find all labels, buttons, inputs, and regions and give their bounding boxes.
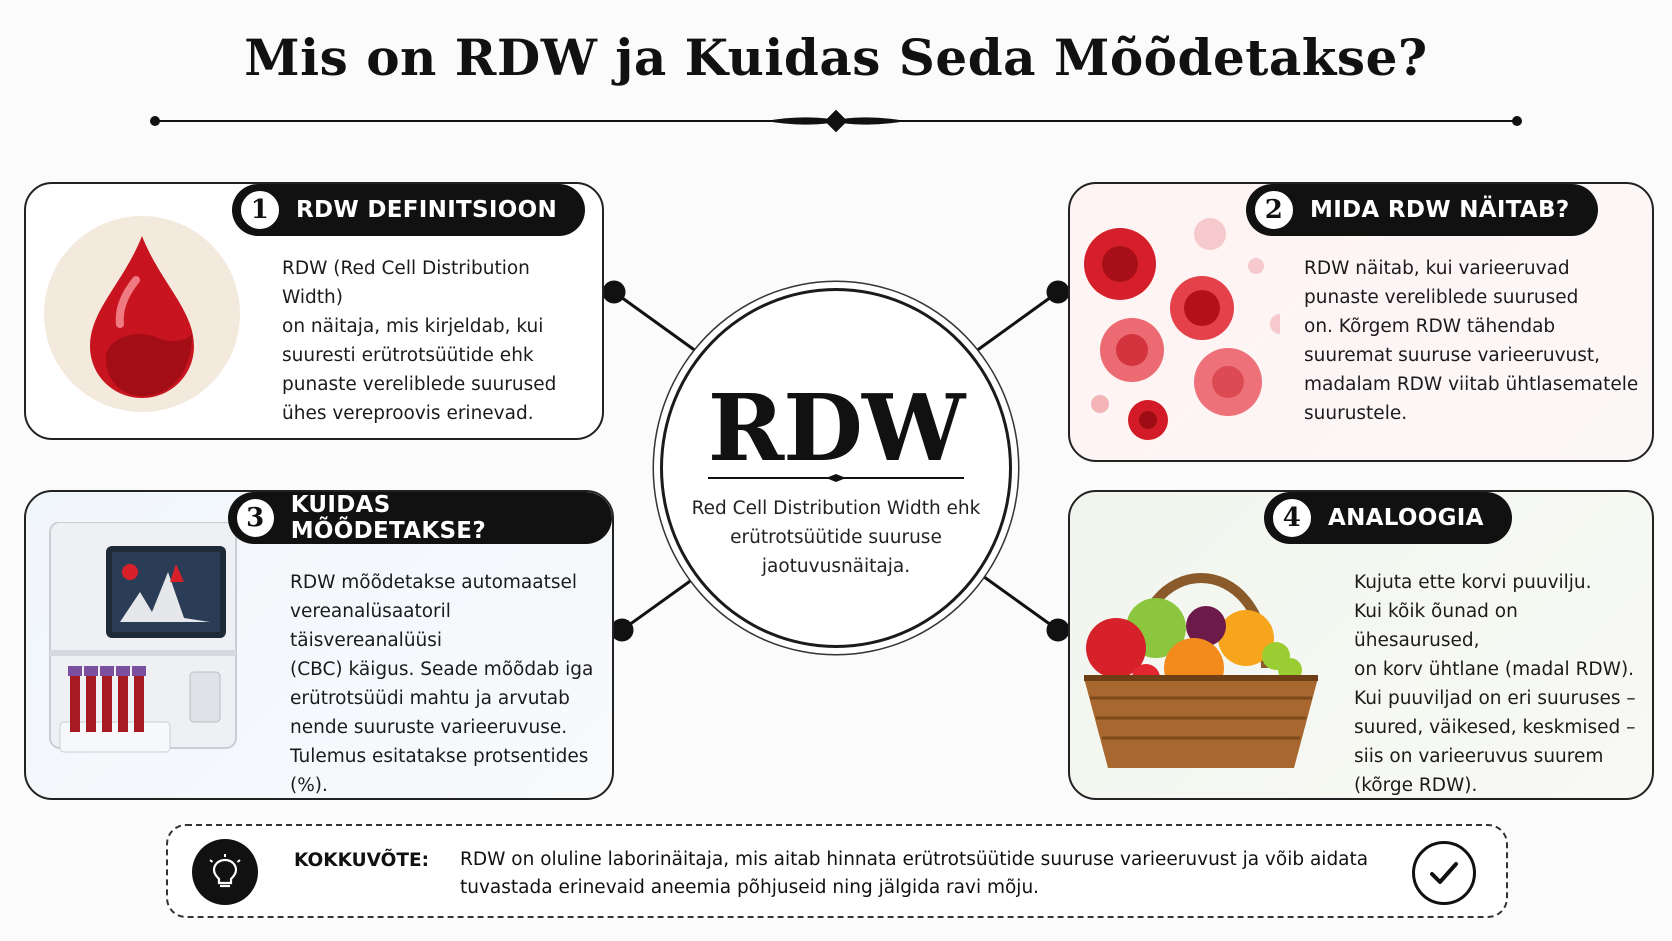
summary-text: RDW on oluline laborinäitaja, mis aitab …: [460, 849, 1369, 898]
title-divider: [150, 110, 1522, 132]
center-title: RDW: [707, 374, 966, 482]
lightbulb-icon: [192, 839, 258, 905]
card-4-text: Kujuta ette korvi puuvilju. Kui kõik õun…: [1354, 572, 1636, 796]
card-1-number: 1: [238, 188, 282, 232]
card-how-measured: 3 KUIDAS MÕÕDETAKSE? RDW mõõdetakse auto…: [24, 490, 614, 800]
summary-label: KOKKUVÕTE:: [294, 850, 429, 871]
card-3-number: 3: [234, 496, 277, 540]
red-blood-cells-illustration: [1084, 218, 1280, 440]
blood-drop-icon: [44, 216, 240, 412]
blood-analyzer-illustration: [49, 522, 237, 753]
center-divider: [708, 474, 964, 482]
card-3-heading: KUIDAS MÕÕDETAKSE?: [290, 492, 486, 544]
card-4-header: 4 ANALOOGIA: [1264, 492, 1512, 544]
card-3-text: RDW mõõdetakse automaatsel vereanalüsaat…: [290, 572, 594, 796]
card-what-rdw-shows: 2 MIDA RDW NÄITAB? RDW näitab, kui varie…: [1068, 182, 1654, 462]
card-1-heading: RDW DEFINITSIOON: [296, 197, 558, 223]
card-1-header: 1 RDW DEFINITSIOON: [232, 184, 586, 236]
card-4-heading: ANALOOGIA: [1328, 505, 1484, 531]
card-3-header: 3 KUIDAS MÕÕDETAKSE?: [228, 492, 612, 544]
summary-box: KOKKUVÕTE: RDW on oluline laborinäitaja,…: [166, 824, 1508, 918]
card-4-number: 4: [1270, 496, 1314, 540]
card-1-text: RDW (Red Cell Distribution Width) on näi…: [282, 258, 557, 424]
card-2-text: RDW näitab, kui varieeruvad punaste vere…: [1304, 258, 1639, 424]
card-2-number: 2: [1252, 188, 1296, 232]
card-2-header: 2 MIDA RDW NÄITAB?: [1246, 184, 1598, 236]
checkmark-icon: [1412, 841, 1476, 905]
card-definition: 1 RDW DEFINITSIOON RDW (Red Cell Distrib…: [24, 182, 604, 440]
center-subtitle: Red Cell Distribution Width ehk erütrots…: [691, 498, 981, 577]
center-rdw-circle: RDW Red Cell Distribution Width ehk erüt…: [660, 288, 1012, 648]
page-title: Mis on RDW ja Kuidas Seda Mõõdetakse?: [244, 28, 1428, 87]
card-2-heading: MIDA RDW NÄITAB?: [1310, 197, 1570, 223]
fruit-basket-illustration: [1084, 573, 1318, 768]
card-analogy: 4 ANALOOGIA Kujuta ette korvi puuvilju. …: [1068, 490, 1654, 800]
